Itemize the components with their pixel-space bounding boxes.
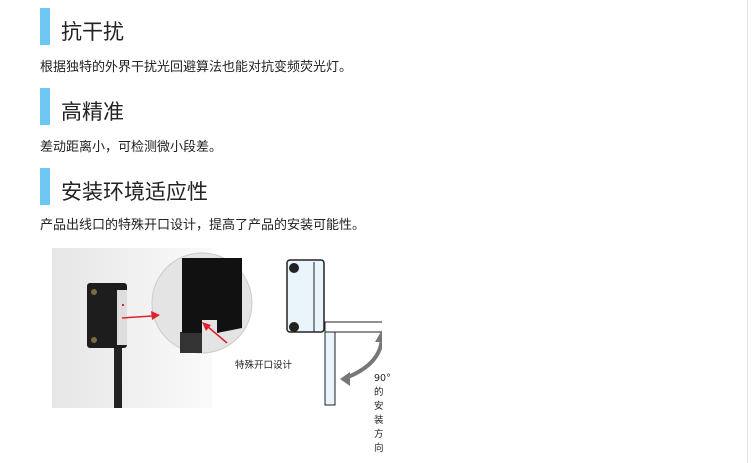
- callout-label: 特殊开口设计: [235, 360, 293, 371]
- section-title: 安装环境适应性: [61, 180, 208, 204]
- sensor-illustration: [52, 248, 416, 408]
- right-divider: [747, 0, 748, 463]
- section-accent-bar: [40, 168, 50, 205]
- section-title: 高精准: [61, 100, 124, 124]
- rotation-label: 90°的安装方向: [374, 373, 391, 454]
- section-body: 差动距离小，可检测微小段差。: [40, 140, 223, 155]
- installation-figure: 特殊开口设计 90°的安装方向: [52, 248, 416, 454]
- section-body: 根据独特的外界干扰光回避算法也能对抗变频荧光灯。: [40, 60, 353, 75]
- section-accent-bar: [40, 88, 50, 125]
- section-body: 产品出线口的特殊开口设计，提高了产品的安装可能性。: [40, 218, 366, 233]
- section-title: 抗干扰: [61, 20, 124, 44]
- section-accent-bar: [40, 8, 50, 45]
